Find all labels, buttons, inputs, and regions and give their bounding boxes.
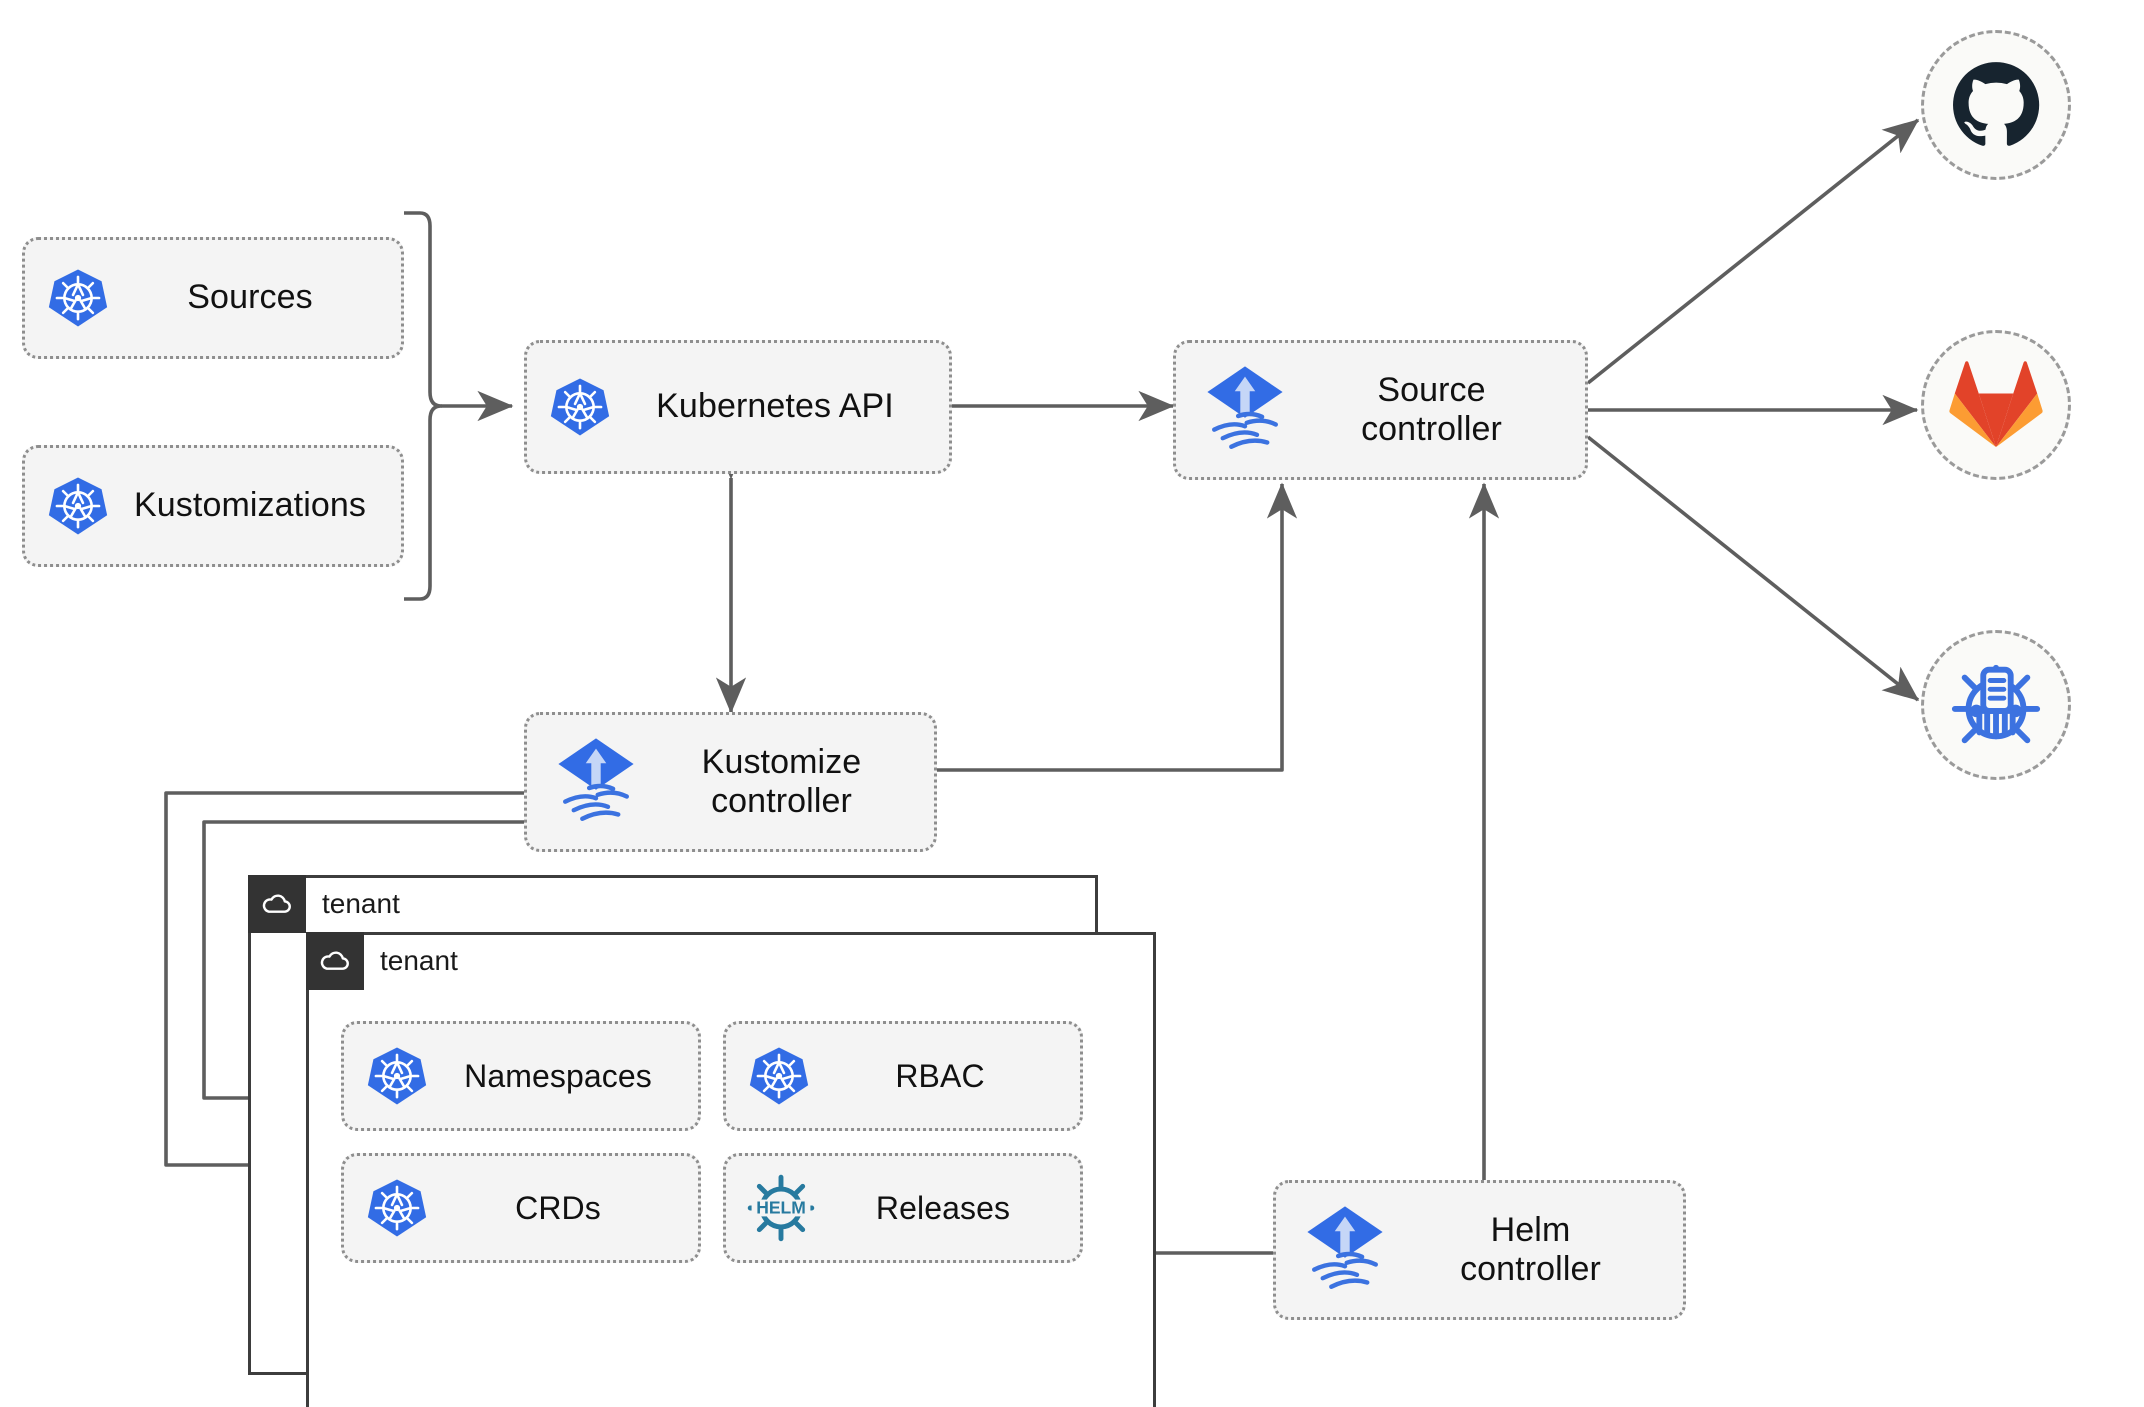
node-releases-label: Releases — [875, 1189, 1011, 1226]
helm-icon: HELM — [746, 1173, 816, 1243]
edge-kustomize-source — [937, 482, 1298, 772]
node-kubernetes-api-label: Kubernetes API — [656, 387, 894, 426]
node-releases[interactable]: HELM Releases — [723, 1153, 1083, 1263]
cloud-icon — [248, 875, 306, 933]
edge-source-github — [1586, 118, 1920, 385]
kubernetes-icon — [47, 475, 109, 537]
node-kubernetes-api[interactable]: Kubernetes API — [524, 340, 952, 474]
node-kustomizations[interactable]: Kustomizations — [22, 445, 404, 567]
tenant-inner-label: tenant — [380, 945, 458, 976]
node-kustomize-controller-label: Kustomize controller — [701, 742, 862, 820]
kubernetes-icon — [47, 267, 109, 329]
tenant-inner-titlebar: tenant — [306, 932, 458, 990]
flux-icon — [1302, 1203, 1388, 1297]
tenant-outer-titlebar: tenant — [248, 875, 400, 933]
kubernetes-icon — [748, 1045, 810, 1107]
node-rbac-label: RBAC — [895, 1057, 985, 1094]
kubernetes-icon — [366, 1045, 428, 1107]
tenant-container-inner: tenant Namespaces — [306, 932, 1156, 1407]
node-kustomize-controller[interactable]: Kustomize controller — [524, 712, 937, 852]
node-sources[interactable]: Sources — [22, 237, 404, 359]
provider-github[interactable] — [1921, 30, 2071, 180]
node-helm-controller-label: Helm controller — [1460, 1210, 1601, 1288]
kubernetes-icon — [366, 1177, 428, 1239]
node-rbac[interactable]: RBAC — [723, 1021, 1083, 1131]
edge-bracket-inputs — [404, 211, 514, 601]
flux-icon — [1202, 363, 1288, 457]
node-helm-controller[interactable]: Helm controller — [1273, 1180, 1686, 1320]
tenant-outer-label: tenant — [322, 888, 400, 919]
node-crds[interactable]: CRDs — [341, 1153, 701, 1263]
svg-text:HELM: HELM — [756, 1198, 806, 1218]
provider-helm-repository[interactable] — [1921, 630, 2071, 780]
node-crds-label: CRDs — [515, 1189, 601, 1226]
node-sources-label: Sources — [187, 278, 313, 317]
tenant-resource-grid: Namespaces RBAC — [341, 1021, 1083, 1263]
node-source-controller[interactable]: Source controller — [1173, 340, 1588, 480]
github-icon — [1953, 62, 2040, 146]
node-namespaces[interactable]: Namespaces — [341, 1021, 701, 1131]
node-source-controller-label: Source controller — [1361, 370, 1502, 448]
kubernetes-icon — [549, 376, 611, 438]
flux-icon — [553, 735, 639, 829]
gitlab-icon — [1949, 361, 2043, 448]
edge-source-bucket — [1586, 435, 1920, 702]
cloud-icon — [306, 932, 364, 990]
helm-repository-icon — [1951, 664, 2041, 744]
provider-gitlab[interactable] — [1921, 330, 2071, 480]
node-namespaces-label: Namespaces — [464, 1057, 652, 1094]
node-kustomizations-label: Kustomizations — [134, 486, 366, 525]
